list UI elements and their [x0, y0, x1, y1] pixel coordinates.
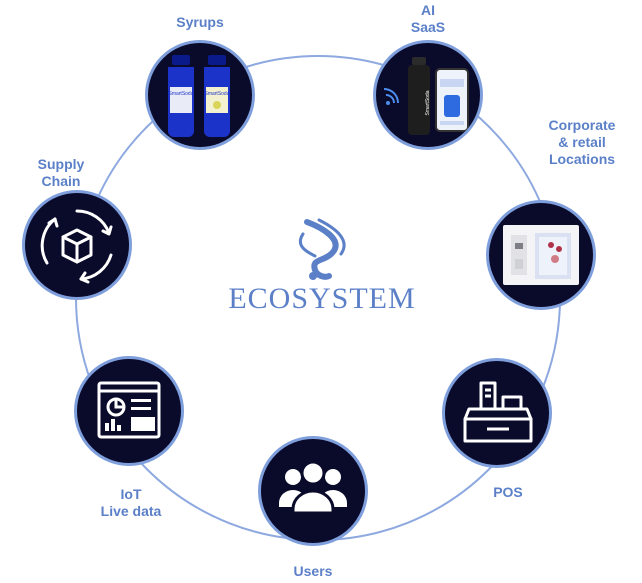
- pos-label-line-1: POS: [493, 484, 523, 500]
- pos-label: POS: [478, 484, 538, 501]
- bottle-label-1: SmartSoda: [168, 91, 193, 97]
- users-node[interactable]: [258, 436, 368, 546]
- iot-node[interactable]: [74, 356, 184, 466]
- supply-chain-label: Supply Chain: [26, 156, 96, 190]
- corporate-label-line-1: Corporate: [548, 117, 616, 133]
- users-label-line-1: Users: [293, 563, 333, 579]
- pos-node[interactable]: [442, 358, 552, 468]
- syrup-bottles-icon: SmartSoda SmartSoda: [168, 55, 230, 137]
- bottle-and-phone-icon: SmartSoda: [383, 57, 469, 135]
- iot-label-line-1: IoT: [120, 486, 142, 502]
- ai-saas-label: AI SaaS: [378, 2, 478, 36]
- bottle-label-2: SmartSoda: [204, 91, 229, 97]
- smartsoda-s-logo-icon: [298, 218, 346, 280]
- syrups-node[interactable]: SmartSoda SmartSoda: [145, 40, 255, 150]
- iot-label-line-2: Live data: [100, 503, 162, 519]
- iot-label: IoT Live data: [86, 486, 176, 520]
- dashboard-icon: [97, 381, 161, 439]
- syrups-label: Syrups: [160, 14, 240, 31]
- corporate-locations-node[interactable]: [486, 200, 596, 310]
- cash-register-icon: [463, 381, 533, 443]
- box-cycle-icon: [40, 209, 113, 284]
- bottle-brand-text: SmartSoda: [425, 90, 431, 115]
- users-group-icon: [279, 460, 347, 515]
- corporate-label: Corporate & retail Locations: [532, 117, 632, 168]
- corporate-label-line-3: Locations: [548, 151, 616, 167]
- corporate-label-line-2: & retail: [558, 134, 606, 150]
- supply-chain-label-line-2: Chain: [41, 173, 81, 189]
- dispenser-machine-icon: [503, 225, 579, 285]
- ai-saas-node[interactable]: SmartSoda: [373, 40, 483, 150]
- ai-saas-label-line-1: AI: [421, 2, 435, 18]
- users-label: Users: [278, 563, 348, 580]
- ai-saas-label-line-2: SaaS: [410, 19, 446, 35]
- supply-chain-label-line-1: Supply: [37, 156, 85, 172]
- syrups-label-line-1: Syrups: [176, 14, 224, 30]
- ecosystem-title: ECOSYSTEM: [228, 282, 416, 315]
- supply-chain-node[interactable]: [22, 190, 132, 300]
